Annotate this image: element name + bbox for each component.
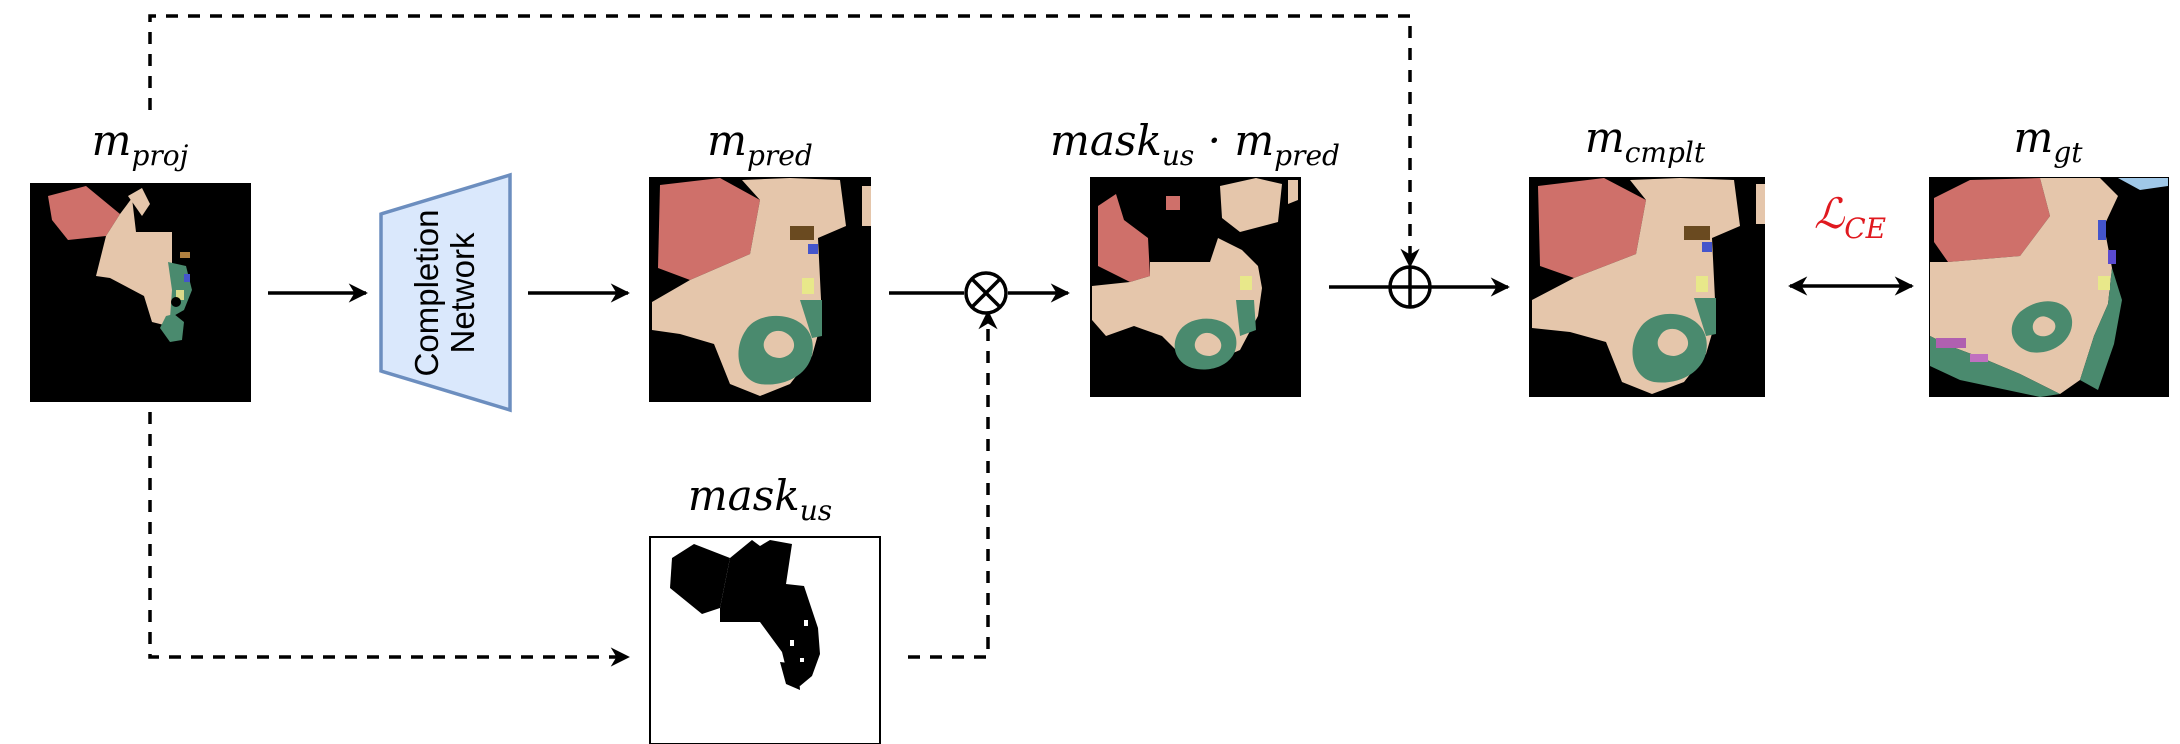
- multiply-operator: [964, 271, 1008, 315]
- image-mask-us-m-pred: [1090, 177, 1301, 397]
- add-operator: [1388, 265, 1432, 309]
- label-m-cmplt: mcmplt: [1585, 113, 1706, 169]
- label-loss-ce: ℒCE: [1814, 189, 1886, 245]
- dashed-arrow-mask-to-multiply: [908, 310, 998, 659]
- completion-network-block: Completion Network: [379, 172, 512, 413]
- image-m-proj: [30, 183, 251, 402]
- image-mask-us: [649, 536, 881, 744]
- image-m-gt: [1929, 177, 2169, 397]
- label-mask-us-m-pred: maskus · mpred: [1050, 116, 1340, 172]
- network-trapezoid: [379, 172, 512, 413]
- label-m-proj: mproj: [92, 116, 189, 172]
- network-label-line2: Network: [444, 232, 481, 354]
- label-m-gt: mgt: [2013, 113, 2083, 169]
- image-m-cmplt: [1529, 177, 1765, 397]
- skip-connection-top: [148, 14, 1420, 268]
- image-m-pred: [649, 177, 871, 402]
- label-mask-us: maskus: [688, 471, 832, 527]
- label-m-pred: mpred: [707, 116, 813, 172]
- dashed-arrow-to-mask-us: [148, 412, 630, 667]
- network-label-line1: Completion: [408, 210, 445, 377]
